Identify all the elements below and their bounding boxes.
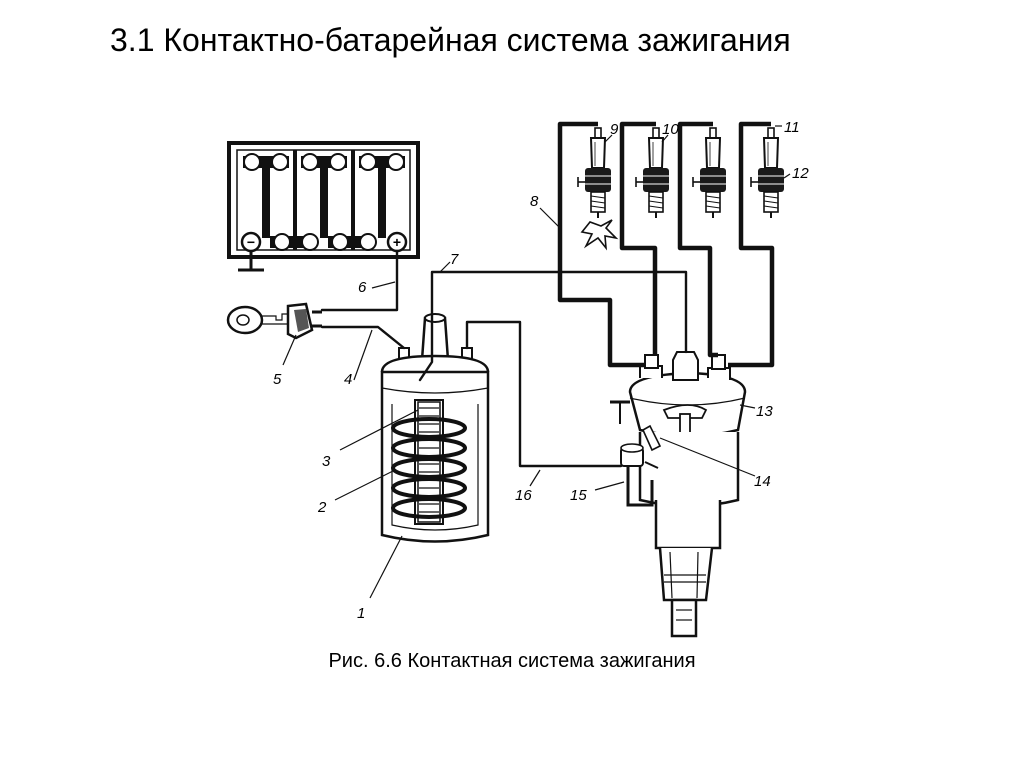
ignition-coil (380, 313, 490, 543)
spark-plug-4 (750, 127, 785, 219)
figure-caption: Рис. 6.6 Контактная система зажигания (328, 650, 696, 672)
battery-plus-sign: + (393, 234, 401, 250)
label-7: 7 (450, 251, 459, 268)
spark-flash-icon (580, 219, 619, 251)
label-14: 14 (754, 473, 771, 490)
spark-plug-3 (692, 127, 727, 219)
distributor (610, 351, 747, 638)
label-13: 13 (756, 403, 773, 420)
label-10: 10 (662, 121, 679, 138)
label-16: 16 (515, 487, 532, 504)
battery-minus-sign: − (247, 234, 255, 250)
label-5: 5 (273, 371, 282, 388)
label-15: 15 (570, 487, 587, 504)
label-4: 4 (344, 371, 352, 388)
wiring (320, 121, 775, 468)
label-2: 2 (317, 499, 327, 516)
slide-title: 3.1 Контактно-батарейная система зажиган… (110, 22, 791, 58)
label-3: 3 (322, 453, 331, 470)
ignition-switch (226, 302, 322, 340)
spark-plug-2 (635, 127, 670, 219)
label-1: 1 (357, 605, 365, 622)
label-8: 8 (530, 193, 539, 210)
battery: − + (227, 141, 420, 272)
label-6: 6 (358, 279, 367, 296)
label-11: 11 (784, 119, 800, 136)
label-9: 9 (610, 121, 619, 138)
label-12: 12 (792, 165, 809, 182)
leader-lines (282, 125, 791, 599)
